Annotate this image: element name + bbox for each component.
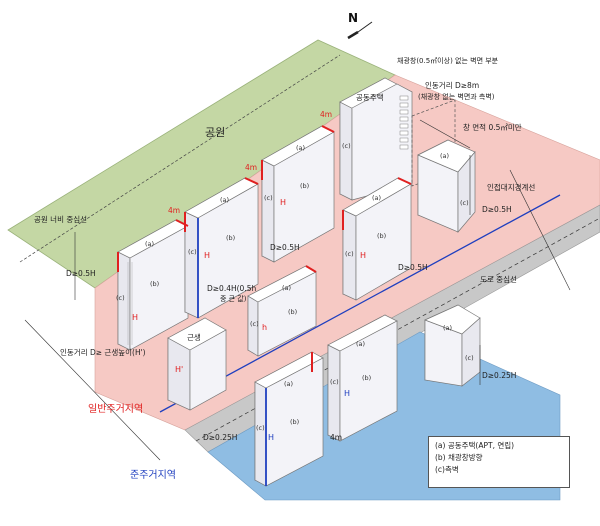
four-m-label-2: 4m <box>245 163 257 172</box>
d04h-label: D≥0.4H(0.5h <box>207 284 256 293</box>
face-c-b8: (c) <box>256 424 265 432</box>
apartment-label: 공동주택 <box>356 92 384 102</box>
h-label-b8: H <box>268 433 274 442</box>
window-area-label: 창 면적 0.5㎡미만 <box>463 122 522 132</box>
hprime-label: H' <box>175 365 183 374</box>
park-centerline <box>19 54 341 263</box>
building-7 <box>247 265 317 357</box>
dimension-lines <box>24 119 571 461</box>
neighbor-distance-top: 인동거리 D≥8m <box>425 80 479 90</box>
neighbor-distance-bottom: 인동거리 D≥ 근생높이(H') <box>60 347 146 357</box>
face-a-b9: (a) <box>356 340 365 348</box>
d05h-label-b3: D≥0.5H <box>270 243 300 252</box>
general-zone-label: 일반주거지역 <box>88 403 143 415</box>
face-c-b1: (c) <box>116 294 125 302</box>
face-c-b3: (c) <box>264 194 273 202</box>
face-b-b7: (b) <box>288 308 297 316</box>
face-a-b2: (a) <box>220 196 229 204</box>
face-b-b9: (b) <box>362 374 371 382</box>
face-a-b7: (a) <box>282 284 291 292</box>
building-4 <box>339 77 413 201</box>
four-m-label-1: 4m <box>168 206 180 215</box>
face-a-b6: (a) <box>372 194 381 202</box>
d05h-label-park: D≥0.5H <box>66 269 96 278</box>
neighbor-distance-top-note: (채광창 없는 벽면과 측벽) <box>418 92 495 101</box>
face-c-b7: (c) <box>250 320 259 328</box>
face-b-b6: (b) <box>377 232 386 240</box>
d04h-note-label: 중 큰 값) <box>220 295 247 303</box>
face-b-b8: (b) <box>290 418 299 426</box>
no-window-wall-label: 채광창(0.5㎡이상) 없는 벽면 부분 <box>397 56 499 65</box>
legend-item-window-direction: (b) 채광창방향 <box>435 453 483 462</box>
face-b-b3: (b) <box>300 182 309 190</box>
face-c-b2: (c) <box>188 248 197 256</box>
legend-box: (a) 공동주택(APT, 연립) (b) 채광창방향 (c)측벽 <box>428 436 570 488</box>
h-label-b9: H <box>344 389 350 398</box>
h-label-b2: H <box>204 251 210 260</box>
face-a-b1: (a) <box>145 240 154 248</box>
h-label-b6: H <box>360 251 366 260</box>
d05h-label-b6: D≥0.5H <box>398 263 428 272</box>
road-boundary-blue <box>159 194 561 413</box>
building-10 <box>424 304 481 387</box>
adjacent-boundary-label: 인접대지경계선 <box>487 182 535 192</box>
building-5 <box>417 139 476 233</box>
semi-zone-label: 준주거지역 <box>130 469 176 481</box>
building-2 <box>184 177 259 319</box>
building-3 <box>261 125 335 263</box>
park-label: 공원 <box>205 126 225 139</box>
h-label-b3: H <box>280 198 286 207</box>
d025h-label-b10: D≥0.25H <box>482 371 516 380</box>
building-6 <box>342 177 412 301</box>
legend-item-apartment: (a) 공동주택(APT, 연립) <box>435 441 515 450</box>
neighborhood-label: 근생 <box>187 332 201 342</box>
building-1 <box>117 219 189 351</box>
north-arrow-icon: N <box>347 11 373 40</box>
face-a-b10: (a) <box>443 324 452 332</box>
face-a-b3: (a) <box>296 144 305 152</box>
four-m-label-4: 4m <box>330 433 342 442</box>
north-label: N <box>348 11 358 25</box>
red-edge-markers <box>117 125 412 372</box>
blue-edge-markers <box>197 218 267 486</box>
face-c-b4: (c) <box>342 142 351 150</box>
building-neighborhood <box>167 317 227 411</box>
face-a-b8: (a) <box>284 380 293 388</box>
face-b-b1: (b) <box>150 280 159 288</box>
face-c-b6: (c) <box>345 250 354 258</box>
d025h-label-b8: D≥0.25H <box>203 433 237 442</box>
four-m-label-3: 4m <box>320 110 332 119</box>
face-c-b10: (c) <box>465 354 474 362</box>
building-8 <box>254 351 324 487</box>
face-b-b2: (b) <box>226 234 235 242</box>
road-centerline-label: 도로 중심선 <box>480 274 517 284</box>
face-c-b5: (c) <box>460 199 469 207</box>
h-label-b1: H <box>132 313 138 322</box>
face-c-b9: (c) <box>330 378 339 386</box>
park-centerline-label: 공원 너비 중심선 <box>34 214 87 224</box>
legend-item-side-wall: (c)측벽 <box>435 465 459 474</box>
face-labels: (a) (b) (c) (a) (b) (c) (a) (b) (c) (c) … <box>116 142 474 432</box>
face-a-b5: (a) <box>440 152 449 160</box>
h-small-label-b7: h <box>262 323 267 332</box>
d05h-label-b5: D≥0.5H <box>482 205 512 214</box>
window-strip <box>399 95 409 150</box>
building-9 <box>327 314 398 442</box>
